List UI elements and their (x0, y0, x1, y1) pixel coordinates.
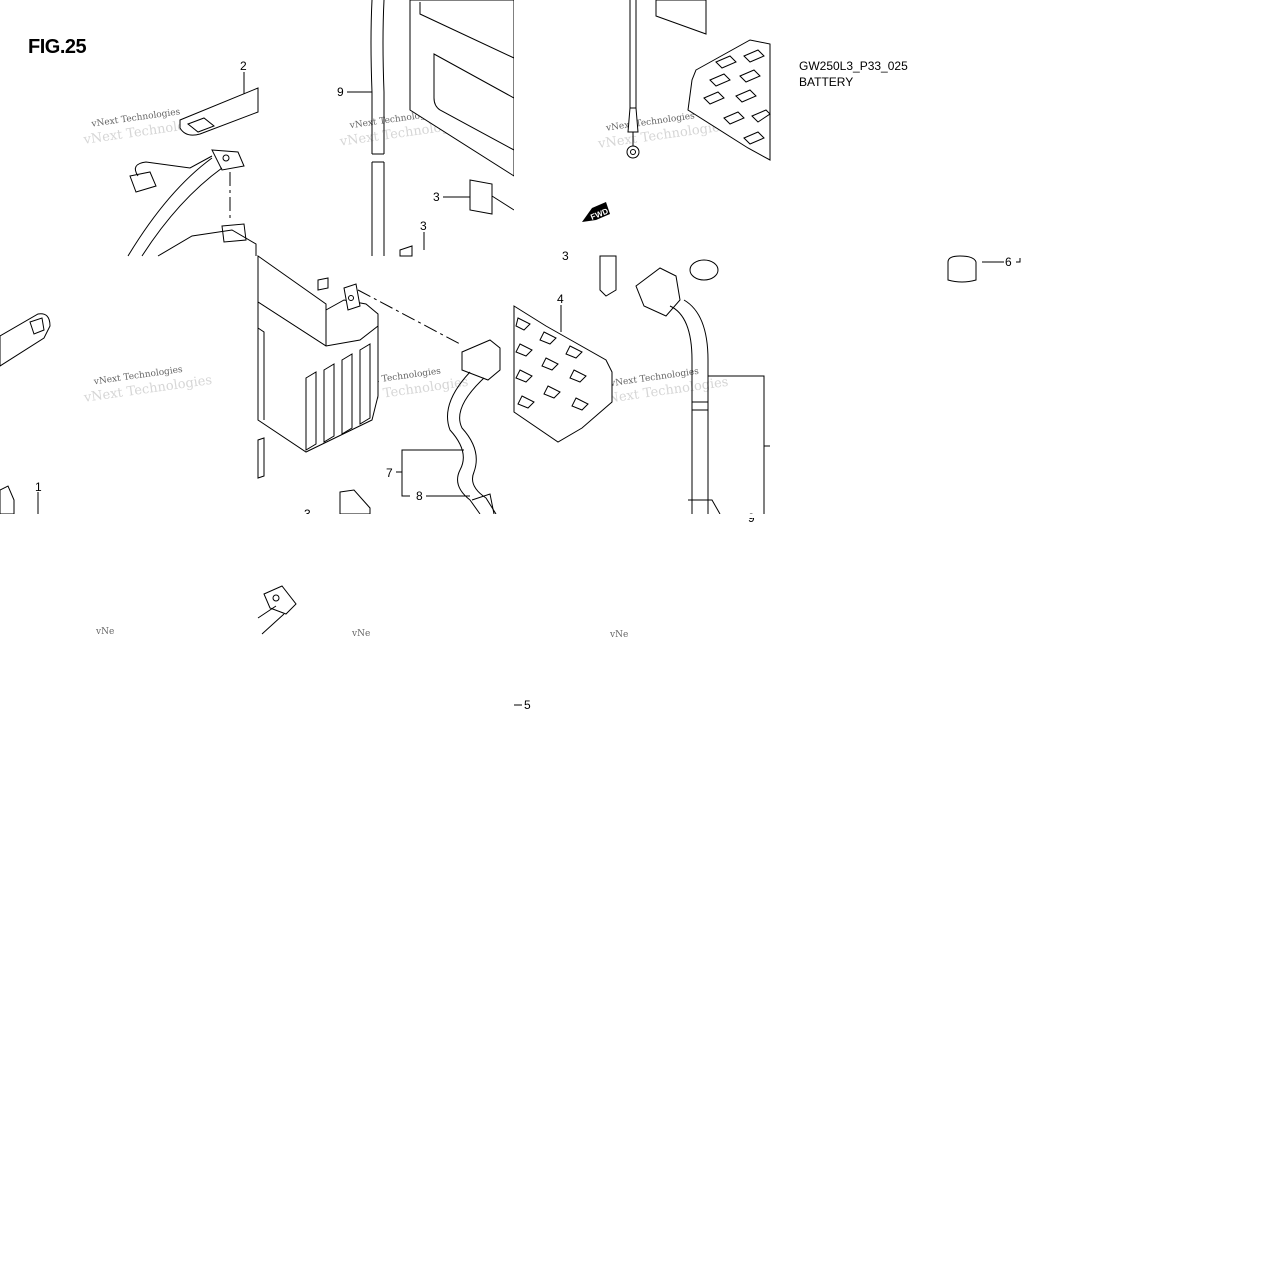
strap-buckle (187, 117, 215, 133)
lead-wire-b (141, 167, 223, 257)
vent-tube-left (370, 0, 373, 154)
figure-code: GW250L3_P33_025 (799, 59, 908, 73)
positive-terminal (343, 283, 361, 311)
callout-3: 3 (420, 219, 427, 233)
terminal-centerline (357, 289, 461, 345)
tile-gap-bottom (0, 514, 1285, 518)
watermarks: vNext Technologies vNext Technologies vN… (82, 107, 730, 640)
battery-case-edge (257, 327, 265, 420)
battery-cable-b (459, 377, 497, 515)
callout-3: 3 (433, 190, 440, 204)
holder-edge-left (257, 437, 265, 479)
holder-stub (399, 245, 413, 257)
battery-cell-ribs (305, 343, 371, 451)
tile-top-right: FWD (582, 0, 771, 222)
tray-side-tab (599, 255, 617, 297)
tile-gap-left (0, 256, 124, 258)
callout-1: 1 (35, 480, 42, 494)
tray-side-plate (655, 0, 707, 35)
terminal-bolt-hole-lower (272, 594, 280, 602)
lower-wire (257, 605, 285, 635)
ring-terminal-hole (630, 149, 636, 155)
negative-boot (635, 267, 681, 317)
watermark-fragment: vNe (609, 630, 628, 640)
callout-5: 5 (524, 698, 531, 712)
battery-lid-ridge (419, 2, 515, 59)
vent-nipple (317, 277, 329, 291)
battery-top-edge (157, 229, 257, 257)
negative-cable-a (669, 305, 693, 514)
tile-bottom (257, 585, 297, 635)
vent-tube-right (382, 0, 385, 154)
ground-lead-sleeve (627, 107, 639, 133)
watermark-fragment: vNe (351, 629, 370, 639)
terminal-cover-clip (947, 255, 977, 283)
tile-middle-right (513, 255, 977, 515)
battery-holder-lower (339, 489, 371, 515)
battery-label-panel (433, 53, 515, 151)
ground-lead (629, 0, 637, 108)
fwd-arrow-icon: FWD (582, 202, 610, 222)
callout-leaders (37, 72, 1021, 706)
callout-3: 3 (562, 249, 569, 263)
positive-terminal-hole (348, 295, 354, 301)
tray-lower-slots (515, 317, 589, 411)
battery-upper-body (409, 0, 515, 177)
figure-name: BATTERY (799, 75, 854, 89)
ring-terminal (626, 145, 640, 159)
holder-edge (491, 195, 515, 211)
battery-strap-lower (0, 313, 51, 367)
callout-7: 7 (386, 466, 393, 480)
strap-lower-buckle (29, 317, 45, 335)
vent-tube-lower (371, 161, 385, 256)
battery-tray-lower (513, 305, 613, 443)
battery-main-body (257, 301, 379, 453)
tray-slots (703, 49, 771, 145)
rubber-cap (689, 259, 719, 281)
negative-cable-b (683, 299, 709, 514)
tile-top-middle (370, 0, 515, 257)
tile-gap-mid (514, 0, 516, 256)
callout-4: 4 (557, 292, 564, 306)
battery-strap-upper (179, 87, 259, 136)
callout-8: 8 (416, 489, 423, 503)
terminal-bolt-hole (222, 154, 230, 162)
coupler-wire (134, 155, 213, 177)
terminal-bolt-assy (263, 585, 297, 615)
battery-case-corner (0, 485, 15, 515)
terminal-boot (461, 339, 501, 381)
battery-terminal (221, 223, 247, 243)
lead-wire-a (127, 157, 213, 257)
callout-6: 6 (1005, 255, 1012, 269)
callout-9: 9 (337, 85, 344, 99)
figure-label: FIG.25 (28, 36, 87, 58)
battery-cable-a (447, 371, 481, 515)
cable-end-sleeve (688, 499, 721, 515)
watermark-fragment: vNe (95, 627, 114, 637)
callout-2: 2 (240, 59, 247, 73)
tile-top-left (127, 87, 259, 257)
battery-holder-plate (469, 179, 493, 215)
tile-middle-left (0, 313, 51, 515)
tile-middle (257, 255, 501, 515)
battery-tray-upper (687, 39, 771, 161)
lead-coupler (129, 171, 157, 193)
cable-sleeve (471, 493, 495, 515)
